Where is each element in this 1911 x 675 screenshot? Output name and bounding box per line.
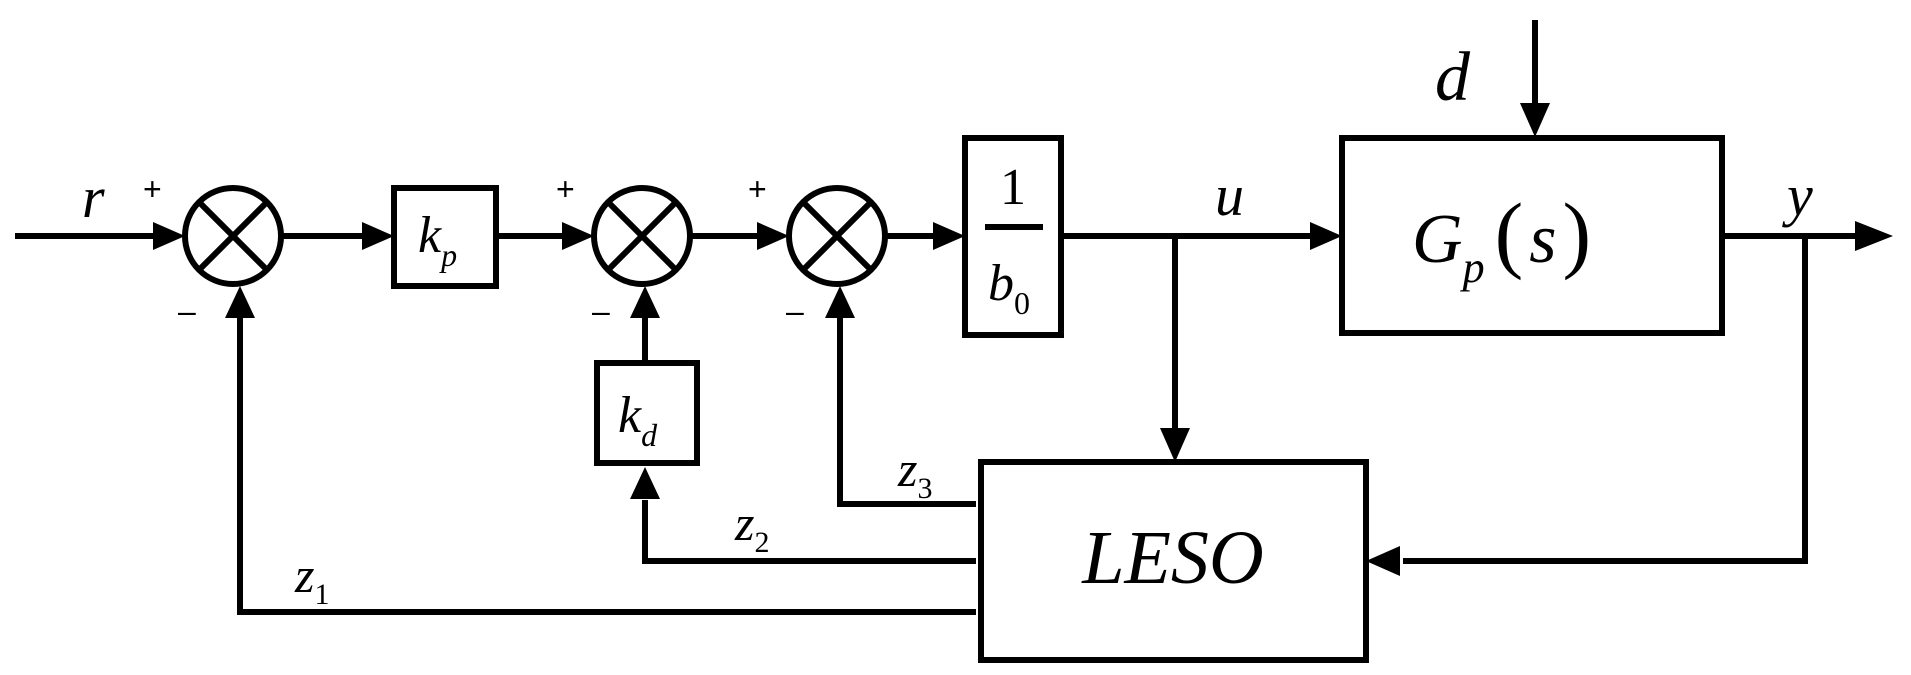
sum2-plus-sign: + bbox=[556, 171, 575, 207]
arrowhead-z3-into-sum3 bbox=[825, 286, 855, 318]
arrowhead-u-into-leso bbox=[1160, 428, 1190, 462]
inv-b0-numerator: 1 bbox=[1000, 159, 1026, 216]
arrowhead-kd-into-sum2 bbox=[630, 286, 660, 318]
arrowhead-into-kp bbox=[362, 222, 394, 250]
sum1-minus-sign: – bbox=[178, 293, 196, 329]
arrowhead-y-output bbox=[1855, 221, 1893, 251]
leso-block bbox=[978, 459, 1369, 663]
inv-b0-denominator: b0 bbox=[988, 255, 1030, 321]
sum3-plus-sign: + bbox=[748, 171, 767, 207]
summing-junction-1 bbox=[182, 185, 284, 287]
kd-block bbox=[594, 360, 700, 466]
wire-z1-feedback bbox=[237, 311, 976, 615]
arrowhead-z2-into-kd bbox=[630, 467, 660, 499]
leso-label: LESO bbox=[1081, 516, 1264, 600]
inv-b0-block bbox=[962, 135, 1064, 338]
wire-y-to-leso bbox=[1403, 236, 1808, 564]
plant-block bbox=[1339, 135, 1725, 336]
signal-r-label: r bbox=[82, 165, 105, 230]
signal-d-label: d bbox=[1435, 39, 1471, 116]
arrowhead-z1-into-sum1 bbox=[225, 286, 255, 318]
signal-u-label: u bbox=[1215, 163, 1244, 228]
signal-z3-label: z3 bbox=[897, 441, 932, 505]
summing-junction-3 bbox=[786, 185, 888, 287]
kd-label: kd bbox=[618, 387, 658, 453]
summing-junction-2 bbox=[591, 185, 693, 287]
wire-z2-feedback bbox=[642, 500, 976, 564]
kp-label: kp bbox=[418, 207, 457, 273]
arrowhead-y-into-leso bbox=[1366, 546, 1400, 576]
signal-z1-label: z1 bbox=[294, 547, 329, 611]
kp-block bbox=[391, 185, 499, 289]
signal-y-label: y bbox=[1782, 163, 1813, 228]
arrowhead-into-plant bbox=[1310, 222, 1342, 250]
arrowhead-into-sum3 bbox=[757, 222, 789, 250]
arrowhead-into-sum1 bbox=[153, 222, 185, 250]
arrowhead-d-into-plant bbox=[1520, 103, 1550, 137]
sum3-minus-sign: – bbox=[786, 293, 804, 329]
wire-z3-feedback bbox=[837, 311, 976, 507]
plant-label: Gp(s) bbox=[1412, 185, 1591, 292]
sum2-minus-sign: – bbox=[592, 293, 610, 329]
arrowhead-into-sum2 bbox=[562, 222, 594, 250]
signal-z2-label: z2 bbox=[734, 495, 769, 559]
sum1-plus-sign: + bbox=[143, 171, 162, 207]
arrowhead-into-b0 bbox=[933, 222, 965, 250]
